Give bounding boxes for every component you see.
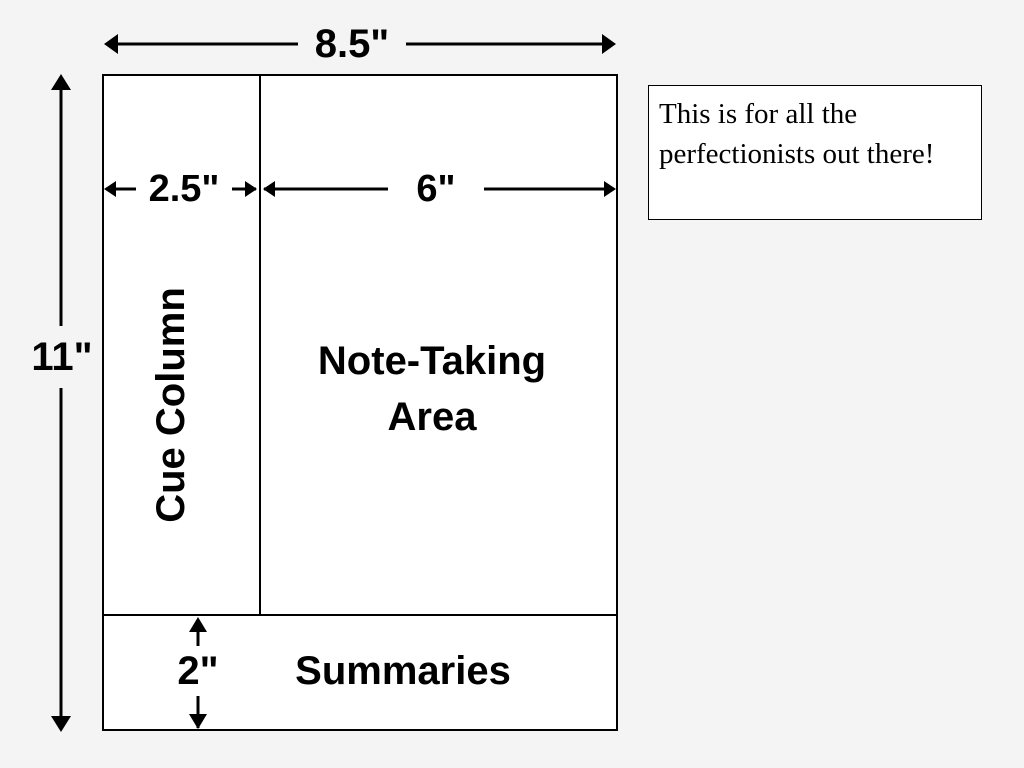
summaries-label: Summaries	[295, 649, 511, 693]
summary-divider	[102, 614, 618, 616]
perfectionists-note: This is for all the perfectionists out t…	[648, 85, 982, 220]
notes-width-arrow-left-head	[263, 181, 275, 197]
summary-height-label: 2"	[160, 646, 236, 696]
note-taking-area-label-line2: Area	[387, 395, 477, 439]
summary-height-arrow-bottom-head	[189, 714, 207, 729]
cue-width-arrow-left-head	[104, 181, 116, 197]
cue-width-label: 2.5"	[136, 168, 232, 210]
page-width-label: 8.5"	[298, 22, 406, 66]
cue-column-label: Cue Column	[149, 287, 193, 523]
notes-width-arrow-right-head	[604, 181, 616, 197]
width-arrow-left-head	[104, 34, 118, 54]
note-taking-area-label-line1: Note-Taking	[317, 339, 547, 383]
height-arrow-bottom-head	[51, 716, 71, 732]
summary-height-arrow-top-head	[189, 617, 207, 632]
notes-width-label: 6"	[388, 168, 484, 210]
cue-column-divider	[259, 74, 261, 616]
note-taking-area-label: Note-Taking Area	[262, 333, 602, 445]
cue-width-arrow-right-head	[245, 181, 257, 197]
page-height-label: 11"	[22, 326, 102, 388]
width-arrow-right-head	[602, 34, 616, 54]
height-arrow-top-head	[51, 74, 71, 90]
